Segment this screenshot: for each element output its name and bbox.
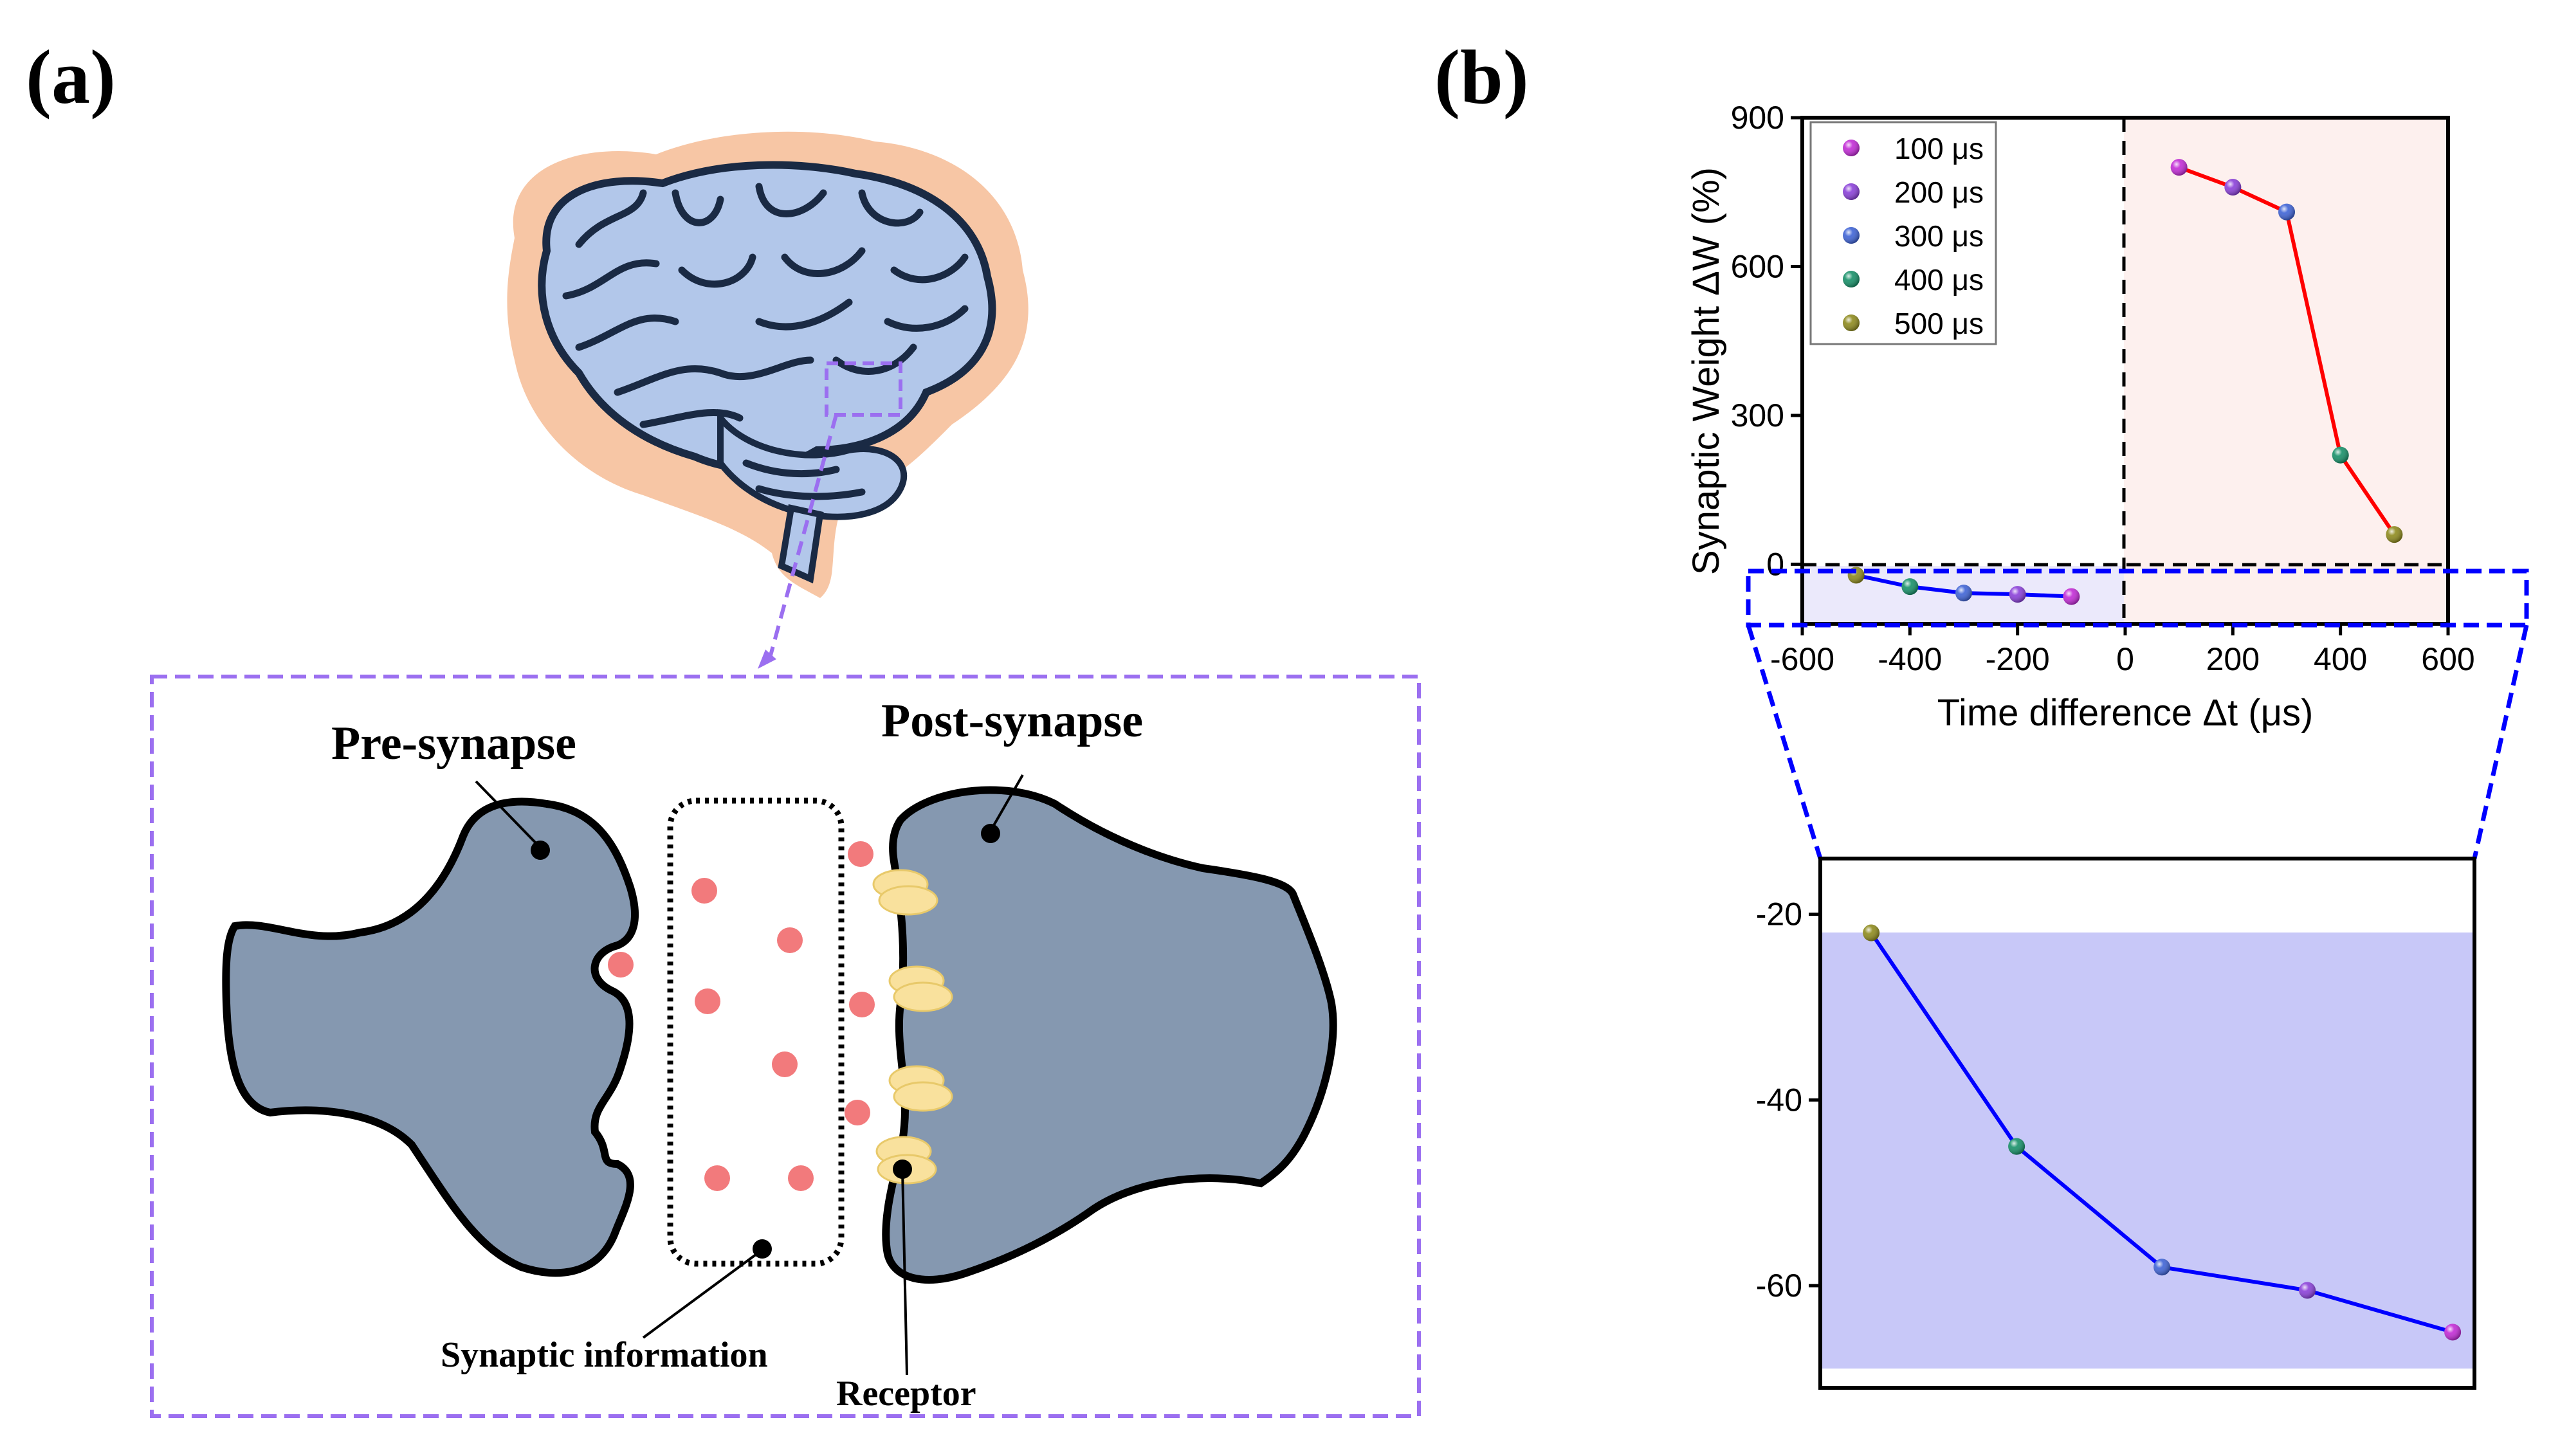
neurotransmitter-dot xyxy=(845,1100,870,1125)
legend-item: 100 μs xyxy=(1843,132,1984,165)
legend-label: 400 μs xyxy=(1894,263,1984,296)
y-tick-label: 300 xyxy=(1731,397,1784,433)
synaptic-cleft-box xyxy=(667,797,845,1267)
brain-highlight-box xyxy=(825,361,902,417)
data-point xyxy=(2170,159,2188,176)
legend-label: 500 μs xyxy=(1894,307,1984,340)
neurotransmitter-dot xyxy=(704,1165,730,1191)
post-synapse-neuron xyxy=(882,786,1337,1284)
data-point xyxy=(2332,446,2349,464)
neurotransmitter-dot xyxy=(691,878,717,904)
legend-item: 300 μs xyxy=(1843,219,1984,253)
y-tick-label: 600 xyxy=(1731,248,1784,284)
data-point xyxy=(2009,586,2026,603)
callout-dots xyxy=(531,824,1000,1259)
pre-synapse-label: Pre-synapse xyxy=(331,717,576,770)
ltp-region xyxy=(2124,118,2448,624)
x-tick-label: 600 xyxy=(2421,641,2474,677)
legend: 100 μs 200 μs 300 μs 400 μs 500 μs xyxy=(1809,121,1997,345)
neurotransmitter-dot xyxy=(608,952,634,978)
data-point xyxy=(2444,1324,2462,1341)
data-point xyxy=(2153,1259,2171,1276)
brain-illustration xyxy=(507,131,1029,599)
callout-lines xyxy=(475,774,1024,1376)
zoom-arrow-head xyxy=(758,650,776,669)
inset-ltd-region xyxy=(1820,933,2474,1369)
neurotransmitter-dot xyxy=(849,992,875,1017)
receptor-label: Receptor xyxy=(836,1374,976,1414)
x-tick-label: -600 xyxy=(1770,641,1834,677)
legend-box xyxy=(1809,121,1997,345)
data-point xyxy=(2224,179,2242,196)
panel-b-label: (b) xyxy=(1434,34,1529,120)
data-point xyxy=(1863,924,1880,942)
inset-y-tick-label: -60 xyxy=(1756,1268,1802,1304)
data-point xyxy=(2008,1138,2025,1155)
x-tick-label: 0 xyxy=(2116,641,2134,677)
neurotransmitter-dot xyxy=(848,841,873,867)
neurotransmitter-dot xyxy=(695,988,720,1014)
main-chart: -600 -400 -200 0 200 400 600 0 300 600 900 100 μs 2… xyxy=(1685,100,2475,734)
y-tick-label: 900 xyxy=(1731,100,1784,136)
brain-gyri xyxy=(562,183,969,500)
data-point xyxy=(1955,585,1972,602)
inset-plot-frame xyxy=(1818,857,2476,1390)
data-point xyxy=(1901,578,1919,596)
zoom-connector-right xyxy=(2472,624,2529,859)
legend-label: 200 μs xyxy=(1894,176,1984,209)
data-point xyxy=(2278,203,2295,221)
x-tick-label: 200 xyxy=(2206,641,2260,677)
neurotransmitter-dot xyxy=(777,927,803,953)
legend-item: 500 μs xyxy=(1843,307,1984,340)
data-point xyxy=(2386,526,2403,543)
pre-synapse-neuron xyxy=(222,797,639,1277)
receptor-shape xyxy=(888,1065,953,1112)
inset-y-tick-label: -40 xyxy=(1756,1082,1802,1118)
data-point xyxy=(2063,588,2080,605)
x-tick-label: 400 xyxy=(2314,641,2367,677)
legend-item: 200 μs xyxy=(1843,176,1984,209)
inset-chart: -20 -40 -60 xyxy=(1756,857,2476,1390)
x-tick-label: -400 xyxy=(1878,641,1942,677)
x-tick-label: -200 xyxy=(1986,641,2050,677)
neurotransmitters xyxy=(608,841,875,1191)
synaptic-information-label: Synaptic information xyxy=(441,1335,768,1375)
receptor-shape xyxy=(888,965,953,1012)
y-axis-title: Synaptic Weight ΔW (%) xyxy=(1685,167,1727,575)
receptor-shape xyxy=(872,869,938,916)
x-axis-title: Time difference Δt (μs) xyxy=(1937,692,2314,734)
neurotransmitter-dot xyxy=(772,1051,798,1077)
data-point xyxy=(2299,1282,2316,1299)
y-tick-label: 0 xyxy=(1766,546,1784,582)
legend-label: 100 μs xyxy=(1894,132,1984,165)
inset-y-tick-label: -20 xyxy=(1756,896,1802,933)
neurotransmitter-dot xyxy=(788,1165,814,1191)
panel-a-label: (a) xyxy=(26,34,116,120)
zoom-connector-left xyxy=(1746,624,1823,860)
legend-label: 300 μs xyxy=(1894,219,1984,253)
brain-body xyxy=(538,161,996,473)
post-synapse-label: Post-synapse xyxy=(881,695,1143,747)
synapse-dashed-box xyxy=(150,675,1421,1418)
legend-item: 400 μs xyxy=(1843,263,1984,296)
